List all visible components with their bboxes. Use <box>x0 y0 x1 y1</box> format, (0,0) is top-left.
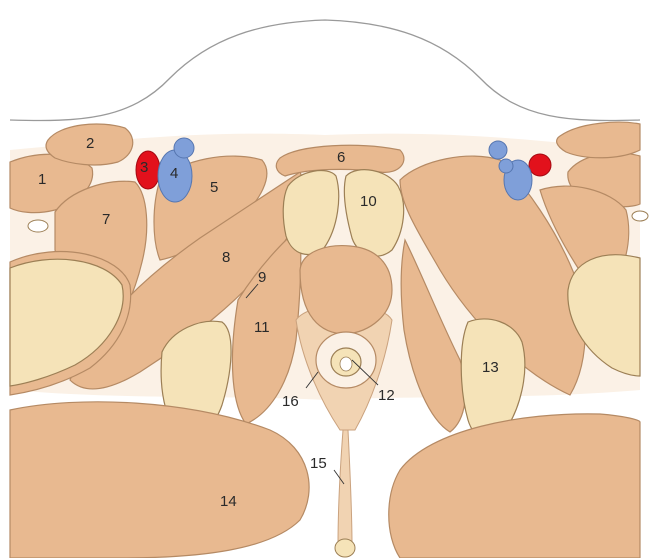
artery-right <box>529 154 551 176</box>
muscle-rectum <box>300 246 392 334</box>
label-3: 3 <box>140 159 148 176</box>
label-14: 14 <box>220 493 237 510</box>
vein-right-small-2 <box>499 159 513 173</box>
node-right <box>632 211 648 221</box>
label-4: 4 <box>170 165 178 182</box>
label-2: 2 <box>86 135 94 152</box>
label-1: 1 <box>38 171 46 188</box>
label-10: 10 <box>360 193 377 210</box>
label-8: 8 <box>222 249 230 266</box>
node-left <box>28 220 48 232</box>
label-16: 16 <box>282 393 299 410</box>
label-12: 12 <box>378 387 395 404</box>
label-6: 6 <box>337 149 345 166</box>
coccyx-tip <box>335 539 355 557</box>
right-side <box>389 122 648 558</box>
label-5: 5 <box>210 179 218 196</box>
label-15: 15 <box>310 455 327 472</box>
vein-left-small <box>174 138 194 158</box>
vein-right-small <box>489 141 507 159</box>
label-13: 13 <box>482 359 499 376</box>
label-11: 11 <box>254 319 270 336</box>
label-7: 7 <box>102 211 110 228</box>
label-9: 9 <box>258 269 266 286</box>
anal-canal-lumen <box>340 357 352 371</box>
